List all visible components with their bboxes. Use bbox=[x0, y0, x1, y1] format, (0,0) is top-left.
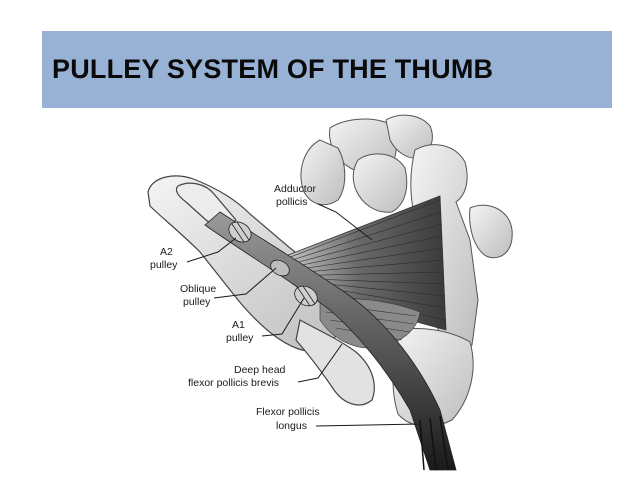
leader-lines bbox=[186, 203, 421, 427]
label-adductor-1: Adductor bbox=[274, 183, 317, 195]
label-flexor-2: longus bbox=[276, 420, 307, 432]
flexor-pollicis-longus-tendon bbox=[204, 211, 457, 471]
label-a1-2: pulley bbox=[226, 332, 254, 344]
label-a2-2: pulley bbox=[150, 259, 178, 271]
a2-pulley bbox=[228, 221, 252, 243]
label-oblique-2: pulley bbox=[183, 296, 211, 308]
oblique-pulley bbox=[270, 259, 290, 277]
label-a1-1: A1 bbox=[232, 319, 245, 331]
label-adductor-2: pollicis bbox=[276, 196, 308, 208]
label-deep-1: Deep head bbox=[234, 364, 286, 376]
label-a2-1: A2 bbox=[160, 246, 173, 258]
a1-pulley bbox=[294, 285, 318, 307]
label-deep-2: flexor pollicis brevis bbox=[188, 377, 279, 389]
label-oblique-1: Oblique bbox=[180, 283, 216, 295]
label-flexor-1: Flexor pollicis bbox=[256, 406, 320, 418]
hand-bones bbox=[300, 114, 513, 427]
page-title: PULLEY SYSTEM OF THE THUMB bbox=[52, 54, 494, 84]
title-bar: PULLEY SYSTEM OF THE THUMB bbox=[42, 31, 612, 108]
